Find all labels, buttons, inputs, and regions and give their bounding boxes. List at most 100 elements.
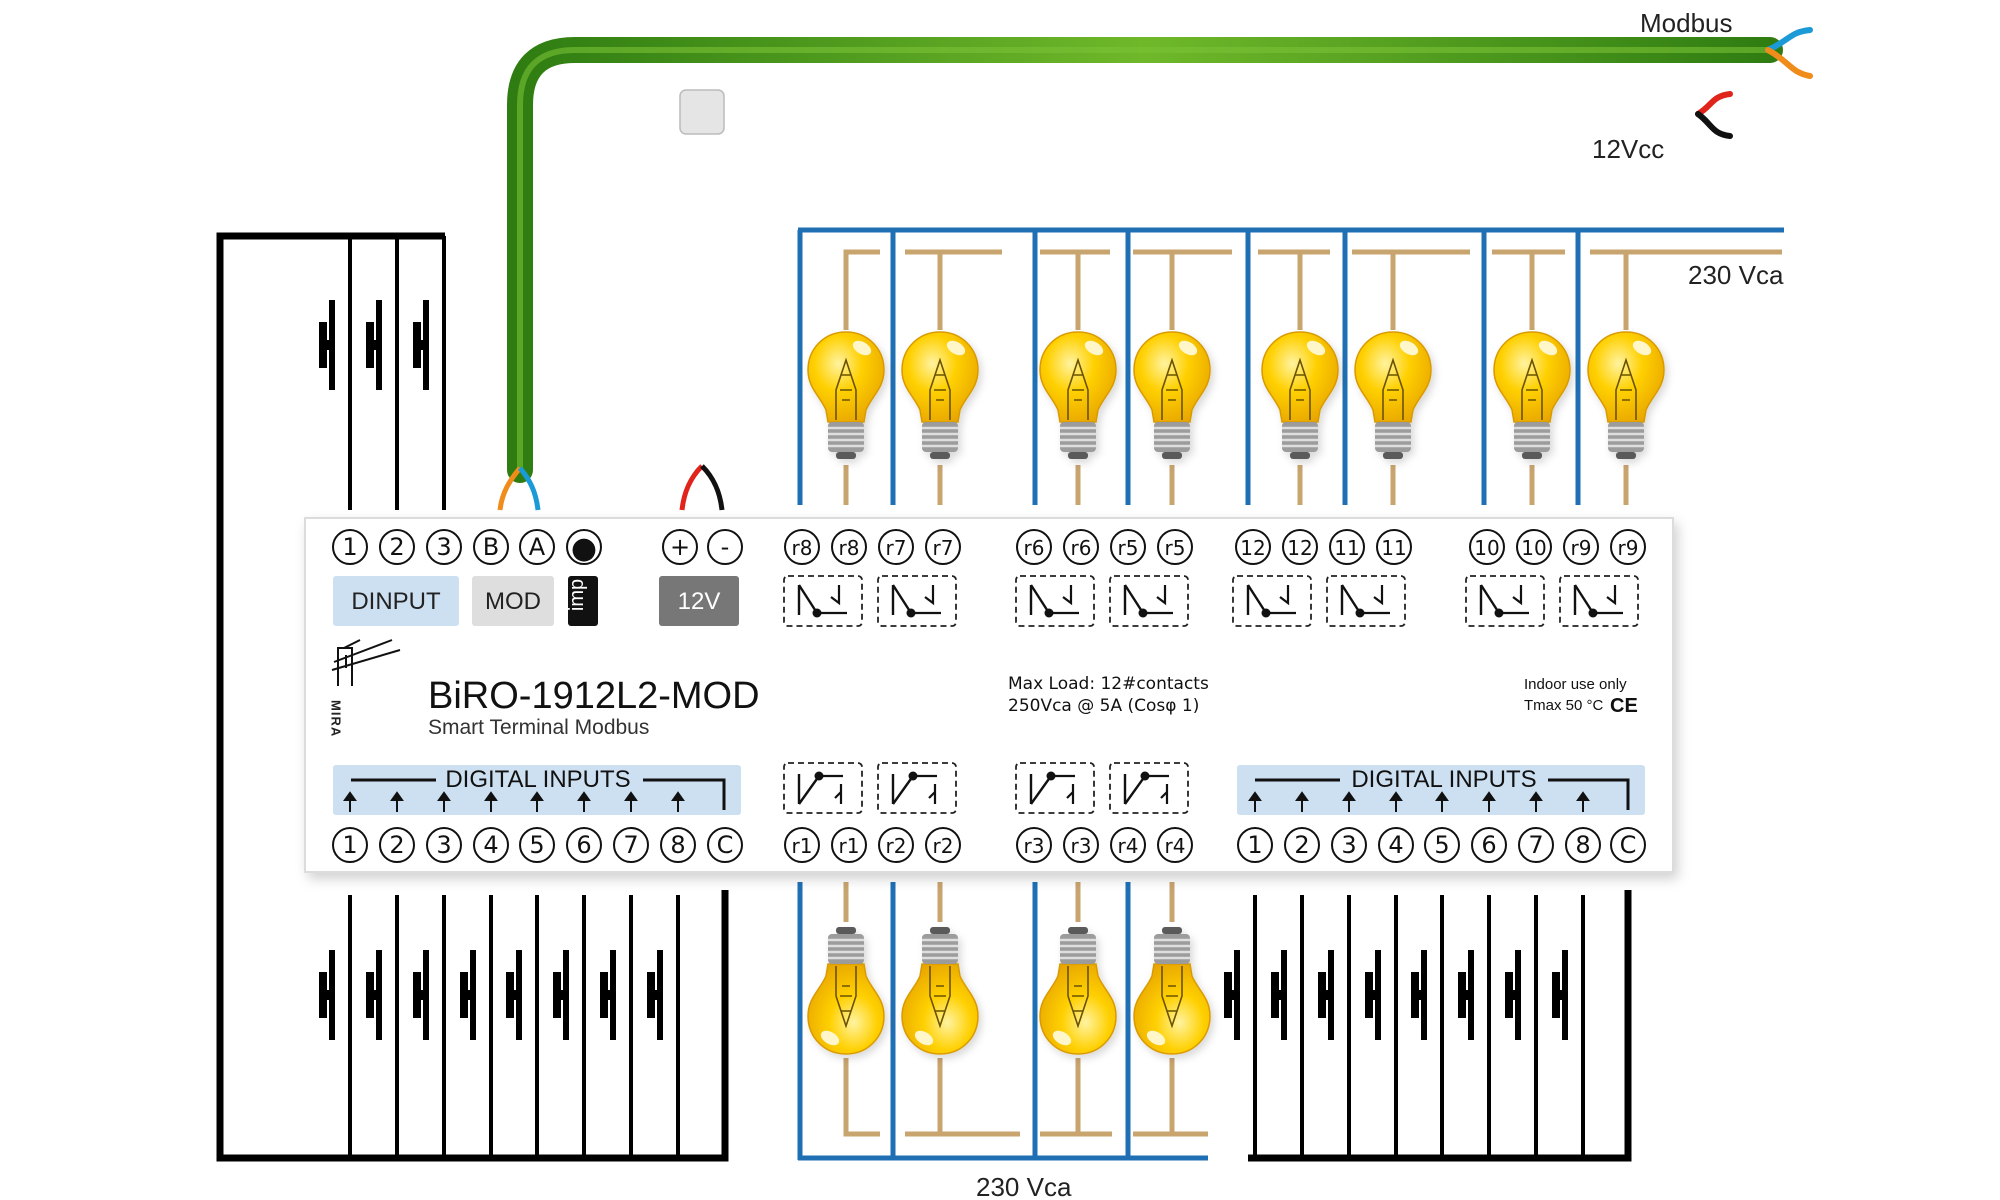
terminal-label: 7 — [1528, 831, 1543, 859]
pushbutton-icon — [460, 950, 476, 1040]
terminal-circle — [379, 827, 415, 863]
terminal-circle — [1016, 827, 1052, 863]
pushbutton-icon — [1552, 950, 1568, 1040]
terminal-circle — [925, 827, 961, 863]
terminal-circle — [379, 529, 415, 565]
terminal-circle — [1469, 529, 1505, 565]
relay-contact-icon — [782, 761, 864, 815]
terminal-bottom-relays-8: r4 — [1157, 827, 1193, 863]
relay-contact-icon — [1014, 761, 1096, 815]
pushbutton-icon — [1411, 950, 1427, 1040]
max-load-line2: 250Vca @ 5A (Cosφ 1) — [1008, 696, 1199, 716]
terminal-label: 2 — [1294, 831, 1309, 859]
terminal-top-relays-16: r9 — [1610, 529, 1646, 565]
bottom-ac-lines — [797, 882, 1208, 1161]
terminal-circle — [660, 827, 696, 863]
terminal-label: 8 — [670, 831, 685, 859]
mod-badge — [472, 576, 554, 626]
terminal-top-left-3: 3 — [426, 529, 462, 565]
terminal-top-left-5: A — [519, 529, 555, 565]
pushbutton-icon — [413, 300, 429, 390]
vca-top-label: 230 Vca — [1688, 260, 1784, 290]
terminal-top-relays-11: 11 — [1329, 529, 1365, 565]
terminal-bottom-relays-1: r1 — [784, 827, 820, 863]
lightbulb-icon — [1132, 330, 1212, 461]
terminal-label: r7 — [933, 536, 954, 560]
12v-badge-label: 12V — [678, 588, 721, 615]
terminal-label: r2 — [933, 834, 954, 858]
terminal-label: r9 — [1571, 536, 1592, 560]
terminal-label: 8 — [1575, 831, 1590, 859]
top-pushbuttons — [319, 300, 429, 390]
terminal-label: 6 — [1481, 831, 1496, 859]
terminal-label: - — [721, 533, 730, 561]
terminal-label: + — [670, 533, 690, 561]
pushbutton-icon — [1458, 950, 1474, 1040]
terminal-label: r2 — [886, 834, 907, 858]
terminal-circle — [1110, 827, 1146, 863]
lightbulb-icon — [1353, 330, 1433, 461]
pushbutton-icon — [1318, 950, 1334, 1040]
relay-contact-icon — [1014, 574, 1096, 628]
terminal-circle — [566, 529, 602, 565]
lightbulb-icon — [1132, 925, 1212, 1056]
lightbulb-icon — [900, 925, 980, 1056]
bottom-lamps — [806, 925, 1212, 1056]
terminal-circle — [784, 827, 820, 863]
power-cable — [578, 89, 1733, 511]
terminal-circle — [519, 529, 555, 565]
terminal-circle — [1157, 529, 1193, 565]
terminal-circle — [707, 529, 743, 565]
terminal-circle — [1157, 827, 1193, 863]
terminal-label: 11 — [1334, 536, 1359, 560]
pushbutton-icon — [1224, 950, 1240, 1040]
terminal-circle — [1063, 529, 1099, 565]
modbus-label: Modbus — [1640, 8, 1733, 38]
bottom-left-input-wiring — [348, 895, 680, 1158]
terminal-bottom-left-6: 6 — [566, 827, 602, 863]
terminal-circle — [1471, 827, 1507, 863]
terminal-circle — [426, 529, 462, 565]
terminal-bottom-relays-2: r1 — [831, 827, 867, 863]
lightbulb-icon — [806, 925, 886, 1056]
terminal-bottom-right-9: C — [1610, 827, 1646, 863]
terminal-bottom-left-5: 5 — [519, 827, 555, 863]
lightbulb-icon — [900, 330, 980, 461]
terminal-label: C — [717, 831, 734, 859]
terminal-bottom-right-7: 7 — [1518, 827, 1554, 863]
top-ac-lines — [797, 227, 1784, 505]
terminal-bottom-right-5: 5 — [1424, 827, 1460, 863]
terminal-bottom-left-8: 8 — [660, 827, 696, 863]
terminal-label: A — [529, 533, 546, 561]
terminal-label: 1 — [1247, 831, 1262, 859]
terminal-bottom-left-7: 7 — [613, 827, 649, 863]
max-load-line1: Max Load: 12#contacts — [1008, 674, 1209, 694]
modbus-cable — [497, 27, 1813, 511]
mod-badge-label: MOD — [485, 588, 541, 615]
digital-inputs-left-bar — [333, 765, 741, 815]
bottom-lamp-wires — [843, 882, 1208, 1137]
terminal-bottom-left-1: 1 — [332, 827, 368, 863]
relay-contact-icon — [782, 574, 864, 628]
terminal-circle — [1331, 827, 1367, 863]
relay-contact-icon — [876, 761, 958, 815]
pushbutton-icon — [647, 950, 663, 1040]
terminal-circle — [878, 827, 914, 863]
terminal-label: 2 — [389, 831, 404, 859]
terminal-label: C — [1620, 831, 1637, 859]
pushbutton-icon — [413, 950, 429, 1040]
terminal-bottom-relays-3: r2 — [878, 827, 914, 863]
terminal-label: 10 — [1521, 536, 1546, 560]
terminal-circle — [1516, 529, 1552, 565]
terminal-top-relays-6: r6 — [1063, 529, 1099, 565]
terminal-circle — [1610, 827, 1646, 863]
terminal-label: 12 — [1287, 536, 1312, 560]
terminal-label: r6 — [1024, 536, 1045, 560]
terminal-circle — [1376, 529, 1412, 565]
device-model: BiRO-1912L2-MOD — [428, 675, 760, 717]
terminal-label: r1 — [792, 834, 813, 858]
terminal-circle — [1063, 827, 1099, 863]
terminal-bottom-relays-5: r3 — [1016, 827, 1052, 863]
relay-contact-icon — [1108, 574, 1190, 628]
